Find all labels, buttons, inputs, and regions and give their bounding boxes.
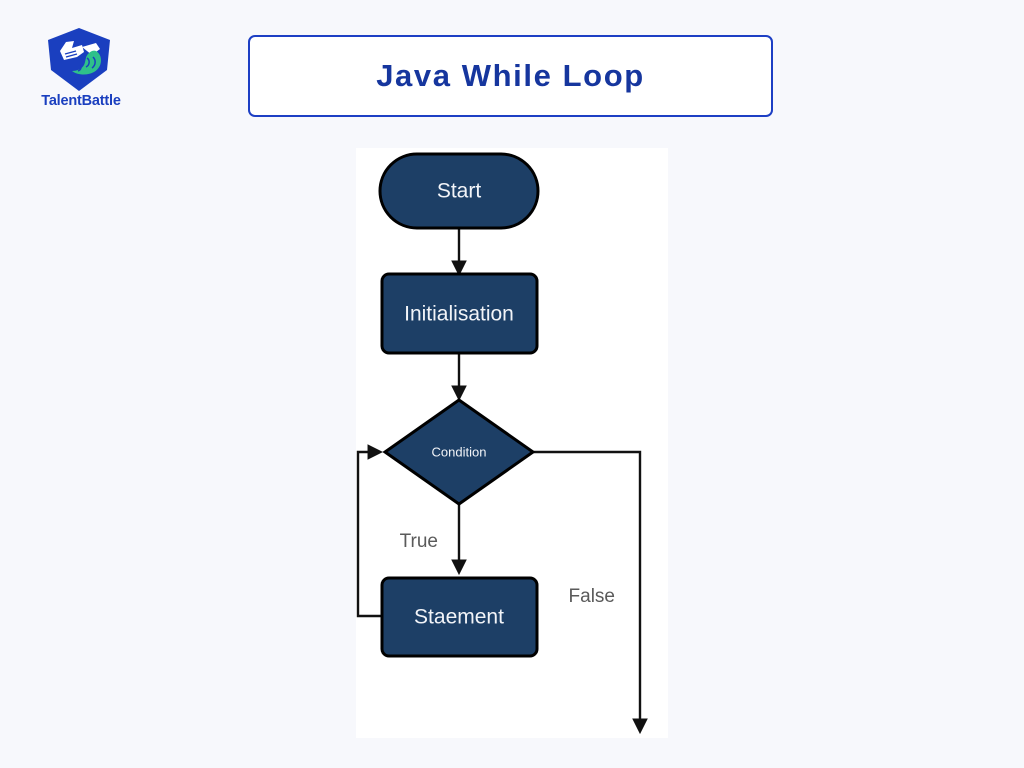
brand-name: TalentBattle [41, 93, 121, 109]
edge-condition-false-to-exit [533, 450, 648, 735]
node-initialisation[interactable]: Initialisation [380, 272, 539, 355]
flowchart-svg: Start Initialisation Condition Staement … [356, 152, 648, 735]
node-condition-label: Condition [432, 444, 487, 459]
branch-label-false: False [569, 586, 615, 607]
node-condition[interactable]: Condition [382, 398, 536, 506]
node-start-label: Start [437, 180, 482, 203]
talentbattle-shield-fist-icon [48, 28, 110, 91]
title-banner: Java While Loop [248, 35, 773, 117]
branch-label-true: True [400, 531, 438, 552]
flowchart-panel: Start Initialisation Condition Staement … [356, 148, 668, 738]
node-start[interactable]: Start [378, 152, 540, 230]
node-initialisation-label: Initialisation [404, 303, 514, 326]
node-statement-label: Staement [414, 606, 504, 629]
brand-logo: TalentBattle [33, 27, 129, 119]
edge-statement-loopback-to-condition [356, 444, 384, 618]
page-title: Java While Loop [376, 58, 645, 93]
node-statement[interactable]: Staement [380, 576, 539, 658]
